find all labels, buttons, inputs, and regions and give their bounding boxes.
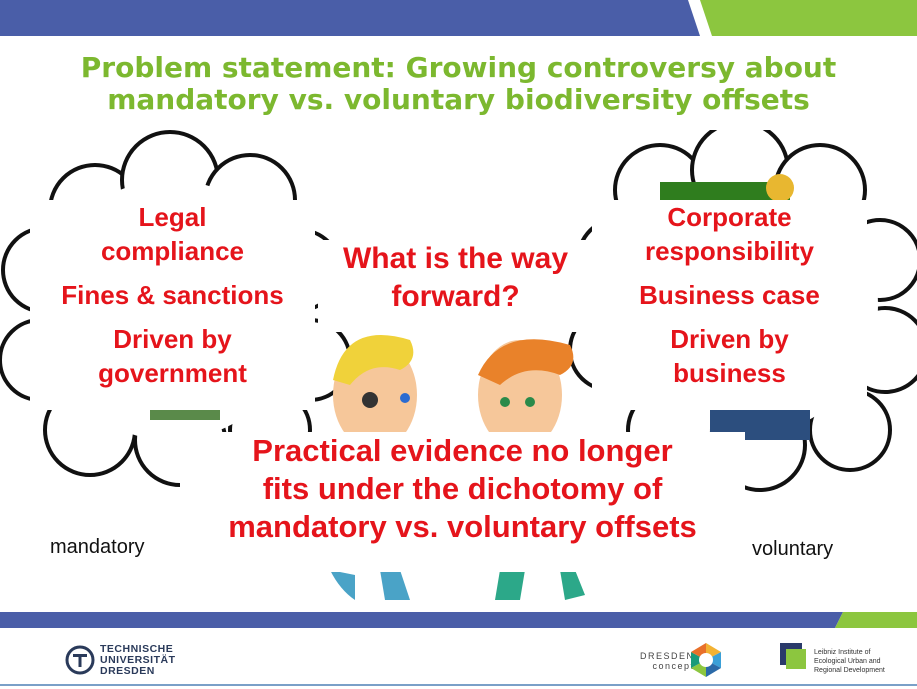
footer-divider (0, 684, 917, 686)
boxer-left-icon (330, 335, 417, 600)
bottom-statement: Practical evidence no longer fits under … (180, 432, 745, 572)
ioer-logo-text: Leibniz Institute of Ecological Urban an… (814, 648, 885, 675)
footer-bar (0, 612, 917, 628)
ioer-logo-icon (780, 643, 806, 669)
header-bar (0, 0, 917, 36)
ioer-text-line-2: Ecological Urban and (814, 658, 881, 665)
boxer-right-icon (478, 339, 585, 600)
left-cloud-line-4: Driven by (113, 324, 232, 354)
center-question-line-2: forward? (391, 280, 520, 313)
left-cloud-textbox: Legal compliance Fines & sanctions Drive… (30, 200, 315, 410)
bottom-statement-line-2: fits under the dichotomy of (262, 471, 663, 506)
ioer-text-line-3: Regional Development (814, 667, 885, 674)
dresden-concept-logo-icon (691, 643, 721, 677)
dc-text-line-1: DRESDEN (640, 651, 695, 661)
slide-title: Problem statement: Growing controversy a… (40, 52, 877, 116)
coin-icon (766, 174, 794, 202)
tu-text-line-3: DRESDEN (100, 665, 155, 677)
right-cloud-line-1: Corporate (667, 202, 792, 232)
tu-text-line-1: TECHNISCHE (100, 643, 174, 655)
left-cloud-line-3: Fines & sanctions (61, 280, 284, 310)
title-line-1: Problem statement: Growing controversy a… (80, 51, 837, 84)
bottom-statement-line-3: mandatory vs. voluntary offsets (228, 509, 697, 544)
left-cloud-line-1: Legal (138, 202, 207, 232)
right-cloud-line-4: Driven by (670, 324, 789, 354)
tu-dresden-logo-text: TECHNISCHE UNIVERSITÄT DRESDEN (100, 644, 176, 677)
dc-text-line-2: concept (652, 661, 695, 671)
center-question: What is the way forward? (318, 240, 593, 332)
left-cloud-line-2: compliance (100, 236, 245, 266)
bottom-statement-line-1: Practical evidence no longer (252, 433, 673, 468)
label-mandatory: mandatory (50, 536, 145, 558)
tu-text-line-2: UNIVERSITÄT (100, 654, 176, 666)
right-cloud-line-5: business (673, 358, 786, 388)
right-cloud-line-2: responsibility (644, 236, 815, 266)
center-question-line-1: What is the way (342, 242, 569, 275)
dresden-concept-logo-text: DRESDEN concept (640, 651, 695, 671)
tu-dresden-logo-icon (65, 645, 95, 675)
title-line-2: mandatory vs. voluntary biodiversity off… (107, 83, 810, 116)
right-cloud-line-3: Business case (639, 280, 820, 310)
label-voluntary: voluntary (752, 538, 834, 560)
left-cloud-line-5: government (98, 358, 247, 388)
ioer-text-line-1: Leibniz Institute of (814, 649, 871, 656)
grass-icon (660, 182, 790, 204)
right-cloud-textbox: Corporate responsibility Business case D… (592, 200, 867, 410)
